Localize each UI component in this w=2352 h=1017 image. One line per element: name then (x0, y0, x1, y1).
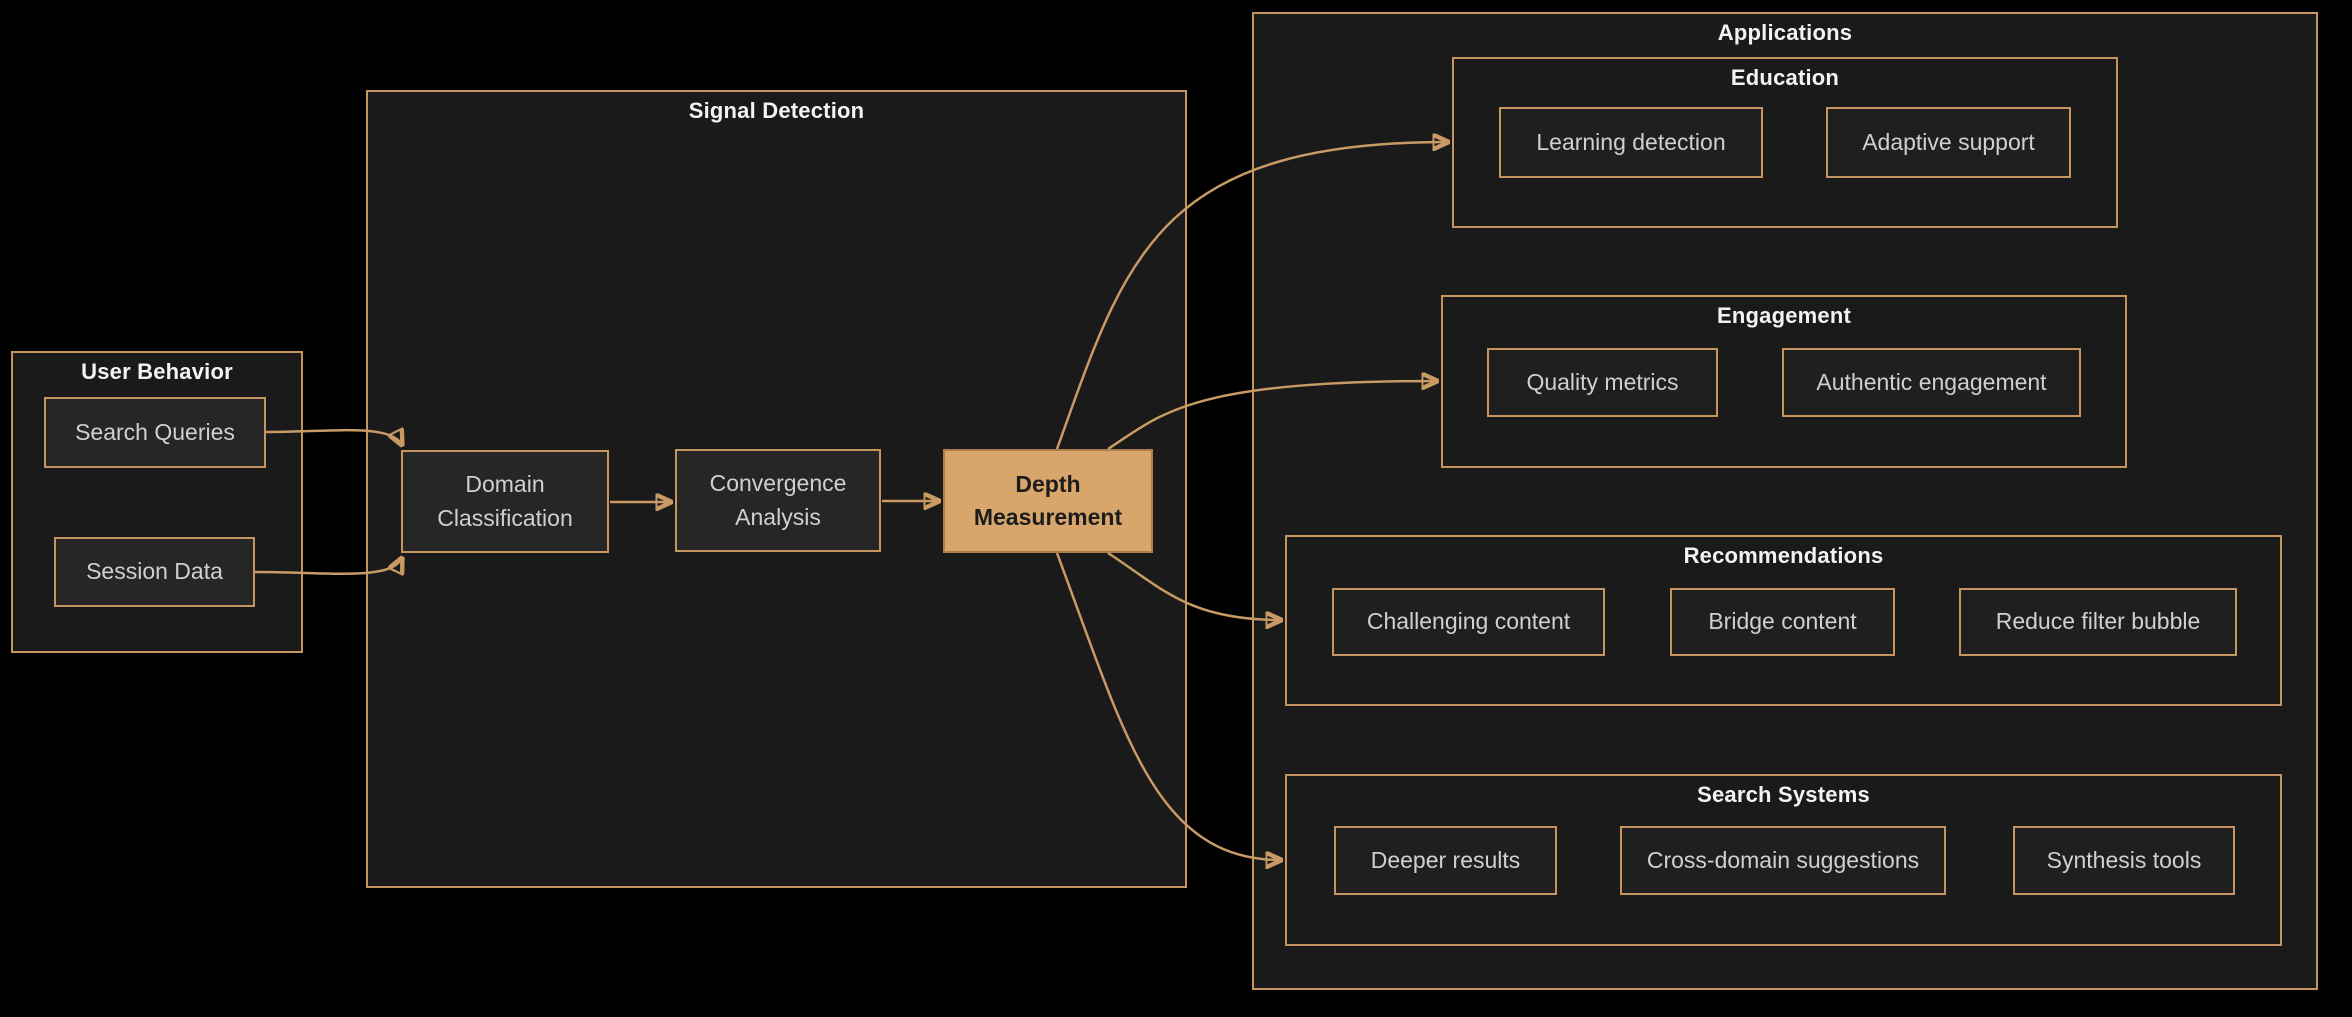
group-signal-detection-title: Signal Detection (688, 98, 865, 123)
node-adaptive-support-label: Adaptive support (1862, 128, 2035, 155)
node-reduce-filter-bubble-label: Reduce filter bubble (1995, 608, 2201, 635)
node-session-data-label: Session Data (86, 558, 223, 585)
group-education-title: Education (1730, 65, 1840, 90)
node-synthesis-tools: Synthesis tools (2013, 826, 2235, 895)
node-challenging-content: Challenging content (1332, 588, 1605, 656)
node-reduce-filter-bubble: Reduce filter bubble (1959, 588, 2237, 656)
node-synthesis-tools-label: Synthesis tools (2046, 846, 2202, 873)
node-search-queries: Search Queries (44, 397, 266, 468)
group-applications-title: Applications (1717, 20, 1853, 45)
node-depth-measurement-label: Depth Measurement (973, 470, 1123, 530)
node-domain-classification: Domain Classification (401, 450, 609, 553)
node-convergence-analysis: Convergence Analysis (675, 449, 881, 552)
node-learning-detection-label: Learning detection (1536, 128, 1726, 155)
node-bridge-content-label: Bridge content (1708, 608, 1857, 635)
group-user-behavior-title: User Behavior (81, 359, 233, 384)
group-engagement-title: Engagement (1716, 303, 1852, 328)
node-convergence-analysis-label: Convergence Analysis (709, 470, 847, 530)
node-bridge-content: Bridge content (1670, 588, 1895, 656)
node-search-queries-label: Search Queries (75, 418, 235, 445)
node-session-data: Session Data (54, 537, 255, 607)
node-quality-metrics: Quality metrics (1487, 348, 1718, 417)
node-adaptive-support: Adaptive support (1826, 107, 2071, 178)
node-deeper-results: Deeper results (1334, 826, 1557, 895)
group-search-systems-title: Search Systems (1697, 782, 1870, 807)
node-depth-measurement: Depth Measurement (943, 449, 1153, 553)
node-deeper-results-label: Deeper results (1370, 846, 1521, 873)
node-quality-metrics-label: Quality metrics (1526, 368, 1679, 395)
node-cross-domain-suggestions: Cross-domain suggestions (1620, 826, 1946, 895)
node-authentic-engagement-label: Authentic engagement (1816, 368, 2047, 395)
group-recommendations-title: Recommendations (1683, 543, 1884, 568)
node-cross-domain-suggestions-label: Cross-domain suggestions (1646, 846, 1920, 873)
node-domain-classification-label: Domain Classification (437, 471, 573, 531)
node-authentic-engagement: Authentic engagement (1782, 348, 2081, 417)
node-challenging-content-label: Challenging content (1366, 608, 1571, 635)
node-learning-detection: Learning detection (1499, 107, 1763, 178)
